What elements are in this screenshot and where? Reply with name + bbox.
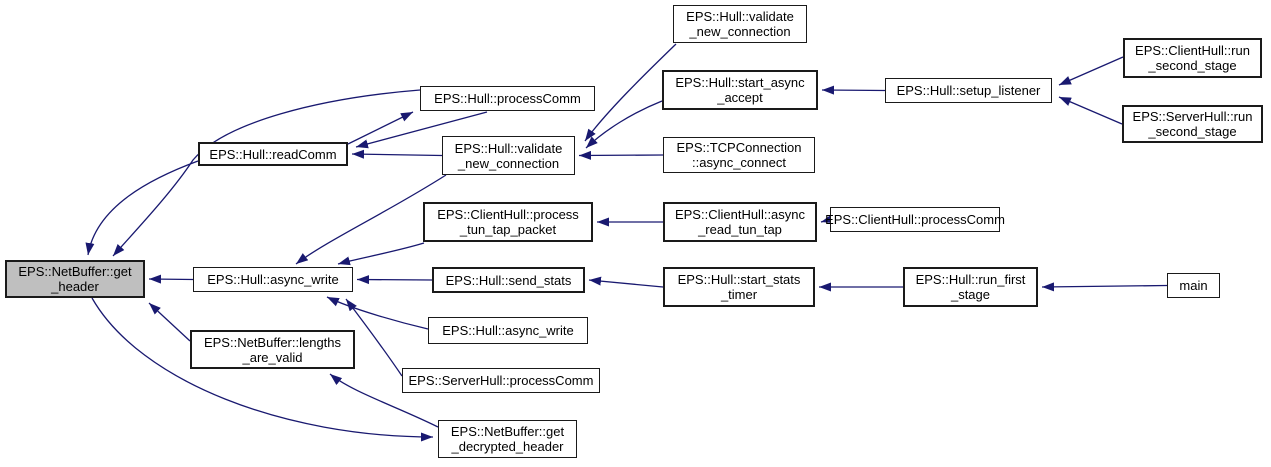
- node-label-line: EPS::Hull::start_stats: [677, 272, 801, 287]
- node-label-line: _read_tun_tap: [698, 222, 782, 237]
- edge-server_run_second-to-setup_listener: [1058, 96, 1123, 125]
- edge-readComm-to-get_header: [85, 160, 199, 256]
- edge-setup_listener-to-start_async_accept: [821, 85, 886, 95]
- node-label-line: EPS::Hull::start_async: [675, 75, 805, 90]
- node-send_stats[interactable]: EPS::Hull::send_stats: [432, 267, 585, 293]
- edge-validate_mid-to-async_write1: [295, 174, 447, 265]
- node-label-line: EPS::Hull::run_first: [915, 272, 1026, 287]
- node-label-line: _new_connection: [689, 24, 791, 39]
- edge-lengths_are_valid-to-get_header: [148, 302, 191, 342]
- node-label-line: EPS::ServerHull::processComm: [408, 373, 594, 388]
- node-label-line: EPS::ClientHull::run: [1135, 43, 1250, 58]
- edge-tcp_async_connect-to-validate_mid: [578, 150, 664, 160]
- node-label-line: EPS::TCPConnection: [676, 140, 802, 155]
- node-server_run_second[interactable]: EPS::ServerHull::run_second_stage: [1122, 105, 1263, 143]
- node-label-line: _stage: [950, 287, 991, 302]
- edge-processComm-to-readComm: [355, 111, 488, 149]
- node-label-line: _second_stage: [1148, 58, 1237, 73]
- node-label-line: EPS::NetBuffer::get: [450, 424, 565, 439]
- node-label-line: EPS::Hull::send_stats: [445, 272, 572, 288]
- node-label-line: EPS::ClientHull::async: [674, 207, 806, 222]
- node-get_decrypted_header[interactable]: EPS::NetBuffer::get_decrypted_header: [438, 420, 577, 458]
- node-label-line: EPS::NetBuffer::get: [18, 264, 132, 279]
- node-client_run_second[interactable]: EPS::ClientHull::run_second_stage: [1123, 38, 1262, 78]
- node-label-line: _new_connection: [457, 155, 560, 171]
- edge-client_run_second-to-setup_listener: [1058, 56, 1124, 86]
- edge-send_stats-to-async_write1: [356, 275, 433, 285]
- node-label-line: EPS::Hull::readComm: [209, 146, 337, 162]
- node-readComm[interactable]: EPS::Hull::readComm: [198, 142, 348, 166]
- node-label-line: _accept: [717, 90, 763, 105]
- edge-main-to-run_first_stage: [1041, 282, 1168, 292]
- edge-start_async_accept-to-validate_mid: [585, 100, 663, 149]
- edge-server_processComm-to-async_write1: [345, 298, 403, 377]
- edge-process_tun_tap-to-async_write1: [337, 242, 425, 266]
- node-label-line: EPS::ClientHull::process: [437, 207, 579, 222]
- node-async_write1[interactable]: EPS::Hull::async_write: [193, 267, 353, 292]
- edge-async_write1-to-get_header: [148, 274, 194, 284]
- node-label-line: _header: [51, 279, 99, 294]
- edge-async_write2-to-async_write1: [326, 296, 429, 330]
- node-start_async_accept[interactable]: EPS::Hull::start_async_accept: [662, 70, 818, 110]
- node-async_read_tun_tap[interactable]: EPS::ClientHull::async_read_tun_tap: [663, 202, 817, 242]
- node-validate_mid[interactable]: EPS::Hull::validate_new_connection: [442, 136, 575, 175]
- node-setup_listener[interactable]: EPS::Hull::setup_listener: [885, 78, 1052, 103]
- node-processComm[interactable]: EPS::Hull::processComm: [420, 86, 595, 111]
- node-label-line: main: [1179, 278, 1208, 293]
- node-server_processComm[interactable]: EPS::ServerHull::processComm: [402, 368, 600, 393]
- node-main[interactable]: main: [1167, 273, 1220, 298]
- node-label-line: _second_stage: [1148, 124, 1237, 139]
- node-label-line: _tun_tap_packet: [459, 222, 557, 237]
- edge-readComm-to-processComm: [347, 111, 414, 145]
- edge-client_processComm-to-async_read_tun_tap: [820, 214, 834, 224]
- node-lengths_are_valid[interactable]: EPS::NetBuffer::lengths_are_valid: [190, 330, 355, 369]
- node-label-line: EPS::Hull::async_write: [207, 272, 339, 287]
- node-client_processComm[interactable]: EPS::ClientHull::processComm: [825, 207, 1005, 232]
- node-start_stats_timer[interactable]: EPS::Hull::start_stats_timer: [663, 267, 815, 307]
- node-async_write2[interactable]: EPS::Hull::async_write: [428, 317, 588, 344]
- node-label-line: EPS::NetBuffer::lengths: [203, 334, 342, 350]
- node-label-line: EPS::Hull::validate: [454, 140, 563, 156]
- node-label-line: EPS::ServerHull::run: [1132, 109, 1253, 124]
- node-label-line: ::async_connect: [692, 155, 786, 170]
- edge-validate_mid-to-readComm: [351, 149, 443, 159]
- node-label-line: _decrypted_header: [451, 439, 564, 454]
- edge-validate_top-to-validate_mid: [584, 43, 677, 142]
- node-label-line: EPS::ClientHull::processComm: [825, 212, 1005, 227]
- node-process_tun_tap[interactable]: EPS::ClientHull::process_tun_tap_packet: [423, 202, 593, 242]
- edge-get_decrypted_header-to-lengths_are_valid: [329, 373, 439, 428]
- node-label-line: _timer: [720, 287, 758, 302]
- node-label-line: EPS::Hull::async_write: [442, 323, 574, 338]
- node-label-line: EPS::Hull::setup_listener: [896, 83, 1041, 98]
- edge-processComm-to-get_header: [112, 89, 421, 257]
- node-label-line: _are_valid: [242, 349, 303, 365]
- node-get_header: EPS::NetBuffer::get_header: [5, 260, 145, 298]
- node-validate_top[interactable]: EPS::Hull::validate_new_connection: [673, 5, 807, 43]
- node-run_first_stage[interactable]: EPS::Hull::run_first_stage: [903, 267, 1038, 307]
- edge-get_header-to-get_decrypted_header: [91, 297, 434, 442]
- node-label-line: EPS::Hull::validate: [686, 9, 794, 24]
- node-tcp_async_connect[interactable]: EPS::TCPConnection::async_connect: [663, 137, 815, 173]
- node-label-line: EPS::Hull::processComm: [434, 91, 581, 106]
- edge-start_stats_timer-to-send_stats: [588, 276, 664, 288]
